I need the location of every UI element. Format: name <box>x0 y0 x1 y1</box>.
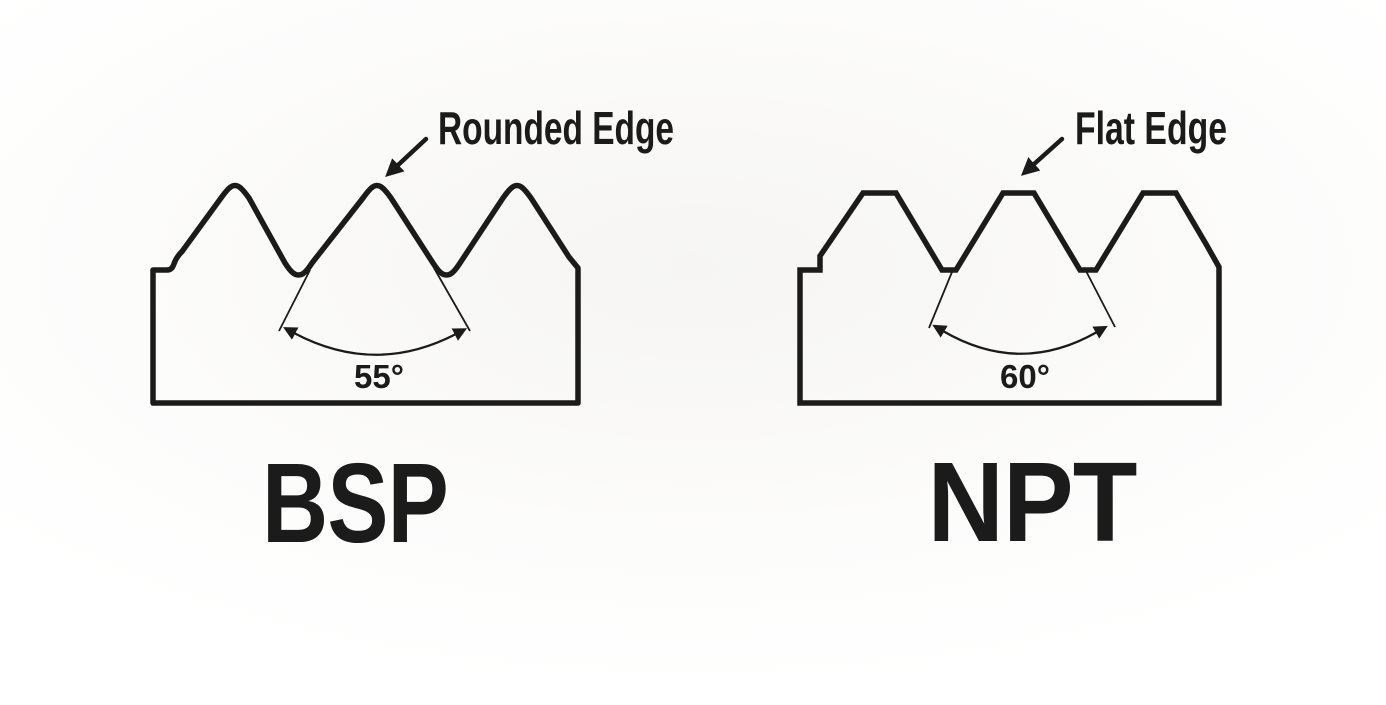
npt-diagram: Flat Edge 60° NPT <box>797 102 1227 565</box>
npt-edge-callout-label: Flat Edge <box>1075 102 1227 154</box>
bsp-title: BSP <box>262 440 448 566</box>
bsp-angle-value: 55° <box>354 358 404 395</box>
npt-thread-profile <box>797 190 1222 406</box>
npt-angle-flank-line-left <box>928 271 953 329</box>
bsp-diagram: Rounded Edge 55° BSP <box>150 102 674 566</box>
npt-angle-flank-line-right <box>1085 270 1116 328</box>
bsp-angle-flank-line-right <box>433 267 471 332</box>
npt-title: NPT <box>928 439 1137 565</box>
bsp-thread-profile <box>150 182 581 406</box>
flat-edge-callout-arrow <box>1020 136 1065 176</box>
bsp-angle-flank-line-left <box>278 269 311 332</box>
bsp-edge-callout-label: Rounded Edge <box>438 102 674 154</box>
rounded-edge-callout-arrow <box>385 136 429 178</box>
npt-angle-value: 60° <box>1000 358 1050 395</box>
bsp-angle-arc-arrow <box>283 327 468 356</box>
npt-angle-arc-arrow <box>932 324 1108 355</box>
